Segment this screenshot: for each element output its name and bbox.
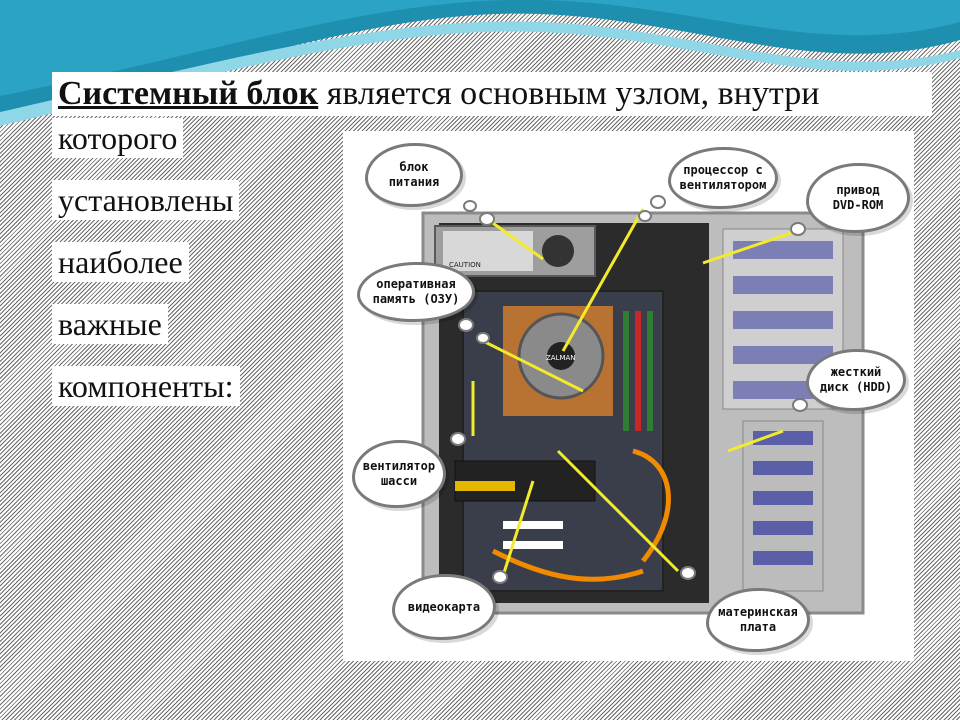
bubble-tail-dot <box>463 200 477 212</box>
bubble-tail-dot <box>792 398 808 412</box>
body-text: которого установлены наиболее важные ком… <box>52 118 332 428</box>
title-strong: Системный блок <box>58 75 319 112</box>
pc-case-photo: CAUTION ZALMAN <box>343 131 914 661</box>
label-psu-text: блок питания <box>388 160 440 189</box>
label-cpu-text: процессор с вентилятором <box>679 163 767 192</box>
bubble-tail-dot <box>450 432 466 446</box>
bubble-tail-dot <box>476 332 490 344</box>
label-dvd: привод DVD-ROM <box>806 163 910 233</box>
body-line-2: установлены <box>52 180 240 220</box>
label-chassis-fan-text: вентилятор шасси <box>362 459 436 488</box>
slide-title: Системный блок является основным узлом, … <box>52 72 932 116</box>
title-rest: является основным узлом, внутри <box>318 75 820 112</box>
label-ram: оперативная память (ОЗУ) <box>357 262 475 322</box>
body-line-5: компоненты: <box>52 366 240 406</box>
header-wave-decoration <box>0 0 960 126</box>
bubble-tail-dot <box>638 210 652 222</box>
psu-caution-text: CAUTION <box>449 261 481 269</box>
body-line-3: наиболее <box>52 242 189 282</box>
label-gpu: видеокарта <box>392 574 496 640</box>
label-chassis-fan: вентилятор шасси <box>352 440 446 508</box>
label-hdd-text: жесткий диск (HDD) <box>819 365 893 394</box>
label-gpu-text: видеокарта <box>407 599 481 614</box>
body-line-4: важные <box>52 304 168 344</box>
label-hdd: жесткий диск (HDD) <box>806 349 906 411</box>
pc-case-illustration: CAUTION ZALMAN <box>421 208 865 615</box>
bubble-tail-dot <box>458 318 474 332</box>
bubble-tail-dot <box>479 212 495 226</box>
bubble-tail-dot <box>650 195 666 209</box>
cooler-brand-text: ZALMAN <box>546 354 576 362</box>
pointer-lines <box>471 208 804 577</box>
label-dvd-text: привод DVD-ROM <box>832 183 884 212</box>
label-ram-text: оперативная память (ОЗУ) <box>372 277 460 306</box>
bubble-tail-dot <box>790 222 806 236</box>
label-cpu: процессор с вентилятором <box>668 147 778 209</box>
body-line-1: которого <box>52 118 184 158</box>
label-psu: блок питания <box>365 143 463 207</box>
bubble-tail-dot <box>492 570 508 584</box>
label-motherboard: материнская плата <box>706 588 810 652</box>
bubble-tail-dot <box>680 566 696 580</box>
label-motherboard-text: материнская плата <box>718 605 798 634</box>
